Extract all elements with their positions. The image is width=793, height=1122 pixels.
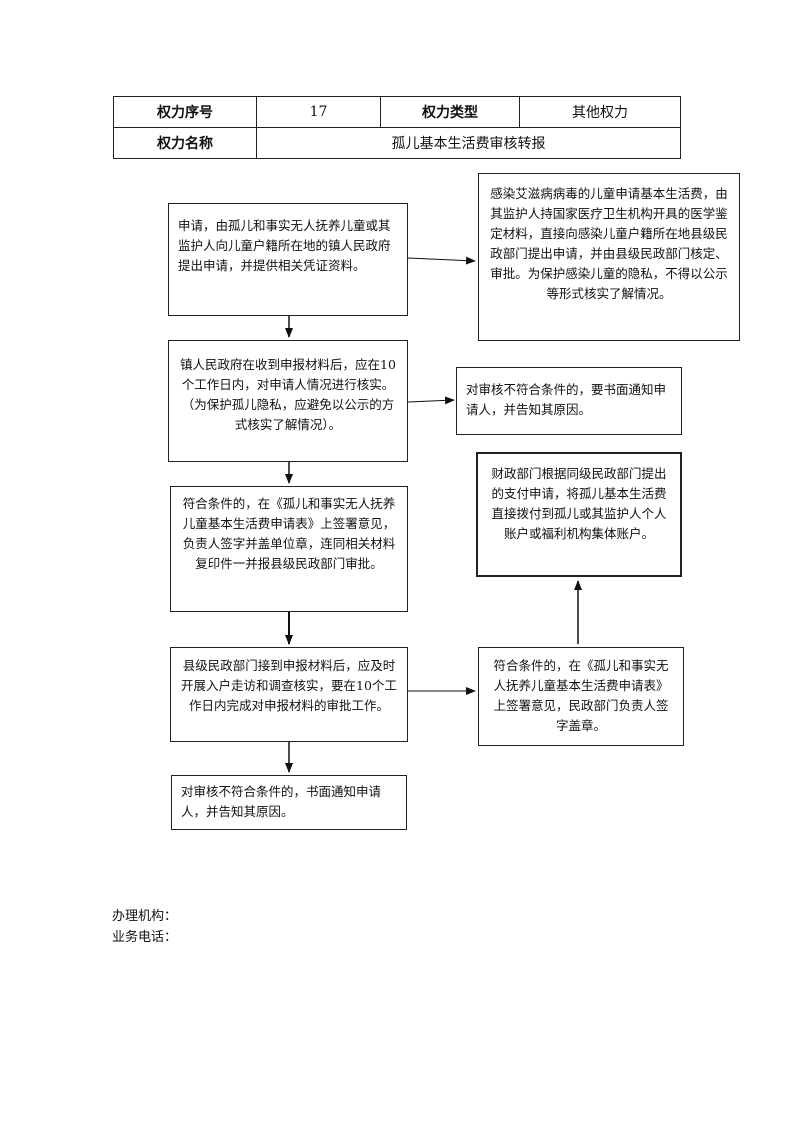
step1-text: 申请，由孤儿和事实无人抚养儿童或其监护人向儿童户籍所在地的镇人民政府提出申请，并… [178, 218, 391, 273]
step2-box: 镇人民政府在收到申报材料后，应在10个工作日内，对申请人情况进行核实。（为保护孤… [168, 340, 408, 462]
info-table: 权力序号 17 权力类型 其他权力 权力名称 孤儿基本生活费审核转报 [113, 96, 681, 159]
name-value: 孤儿基本生活费审核转报 [256, 127, 681, 159]
reject1-box: 对审核不符合条件的，要书面通知申请人，并告知其原因。 [456, 367, 682, 435]
agency-label: 办理机构： [112, 909, 178, 924]
arrow-step1-aids [407, 256, 476, 265]
type-value: 其他权力 [519, 96, 681, 128]
step2-text: 镇人民政府在收到申报材料后，应在10个工作日内，对申请人情况进行核实。（为保护孤… [180, 357, 396, 432]
arrow-step2-reject1 [407, 396, 455, 405]
phone-label: 业务电话： [112, 930, 178, 945]
info-row-seq: 权力序号 17 权力类型 其他权力 [113, 96, 681, 128]
step3-text: 符合条件的，在《孤儿和事实无人抚养儿童基本生活费申请表》上签署意见，负责人签字并… [182, 496, 396, 571]
step4-box: 县级民政部门接到申报材料后，应及时开展入户走访和调查核实，要在10个工作日内完成… [170, 647, 408, 742]
info-row-name: 权力名称 孤儿基本生活费审核转报 [113, 127, 681, 159]
seq-label: 权力序号 [113, 96, 257, 128]
approve-text: 符合条件的，在《孤儿和事实无人抚养儿童基本生活费申请表》上签署意见，民政部门负责… [493, 658, 669, 733]
finance-box: 财政部门根据同级民政部门提出的支付申请，将孤儿基本生活费直接拨付到孤儿或其监护人… [476, 452, 682, 577]
step3-box: 符合条件的，在《孤儿和事实无人抚养儿童基本生活费申请表》上签署意见，负责人签字并… [170, 486, 408, 612]
approve-box: 符合条件的，在《孤儿和事实无人抚养儿童基本生活费申请表》上签署意见，民政部门负责… [478, 647, 684, 746]
reject1-text: 对审核不符合条件的，要书面通知申请人，并告知其原因。 [466, 382, 667, 417]
aids-note-box: 感染艾滋病病毒的儿童申请基本生活费，由其监护人持国家医疗卫生机构开具的医学鉴定材… [478, 173, 740, 341]
finance-text: 财政部门根据同级民政部门提出的支付申请，将孤儿基本生活费直接拨付到孤儿或其监护人… [491, 466, 667, 541]
aids-note-text: 感染艾滋病病毒的儿童申请基本生活费，由其监护人持国家医疗卫生机构开具的医学鉴定材… [490, 186, 728, 301]
reject2-box: 对审核不符合条件的，书面通知申请人，并告知其原因。 [171, 775, 407, 830]
step1-box: 申请，由孤儿和事实无人抚养儿童或其监护人向儿童户籍所在地的镇人民政府提出申请，并… [168, 203, 408, 316]
reject2-text: 对审核不符合条件的，书面通知申请人，并告知其原因。 [181, 784, 382, 819]
step4-text: 县级民政部门接到申报材料后，应及时开展入户走访和调查核实，要在10个工作日内完成… [181, 658, 397, 713]
seq-value: 17 [256, 96, 381, 128]
